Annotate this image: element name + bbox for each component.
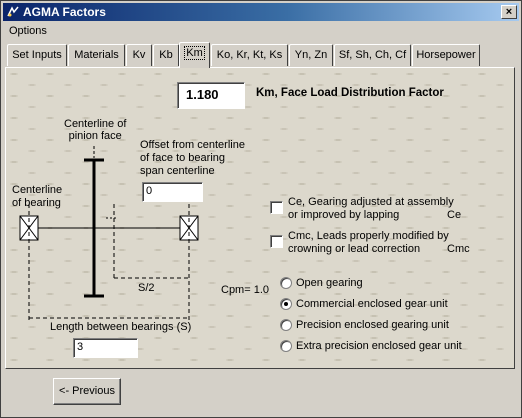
previous-button[interactable]: <- Previous [53,378,121,405]
tab-ko-kr-kt-ks[interactable]: Ko, Kr, Kt, Ks [211,44,288,66]
radio-precision-enclosed-label: Precision enclosed gearing unit [296,319,449,331]
window-title: AGMA Factors [23,5,106,19]
offset-label: Offset from centerline of face to bearin… [140,139,245,177]
tab-kv[interactable]: Kv [126,44,152,66]
half-span-label: S/2 [138,282,155,294]
close-icon[interactable]: × [501,5,517,19]
ce-symbol: Ce [447,209,462,221]
cmc-checkbox[interactable] [270,235,283,248]
length-between-bearings-label: Length between bearings (S) [50,321,192,333]
cmc-label: Cmc, Leads properly modified by crowning… [288,230,449,255]
title-bar[interactable]: AGMA Factors × [3,3,519,21]
ce-checkbox[interactable] [270,201,283,214]
ce-label: Ce, Gearing adjusted at assembly or impr… [288,196,454,221]
radio-open-gearing[interactable] [280,277,292,289]
tab-kb[interactable]: Kb [153,44,179,66]
pinion-centerline-label: Centerline of pinion face [64,118,127,142]
menu-bar: Options [3,22,519,40]
app-icon [7,6,19,17]
menu-options[interactable]: Options [9,25,47,37]
km-label: Km, Face Load Distribution Factor [256,87,444,99]
radio-open-gearing-label: Open gearing [296,277,363,289]
bearing-centerline-label: Centerline of bearing [12,184,63,209]
tab-materials[interactable]: Materials [68,44,125,66]
tab-horsepower[interactable]: Horsepower [412,44,480,66]
tab-km[interactable]: Km [179,42,210,68]
offset-input[interactable]: 0 [142,182,203,202]
radio-precision-enclosed[interactable] [280,319,292,331]
bearing-span-diagram [19,146,199,323]
km-panel: 1.180 Km, Face Load Distribution Factor … [5,67,515,369]
tab-sf-sh-ch-cf[interactable]: Sf, Sh, Ch, Cf [334,44,411,66]
radio-extra-precision-enclosed-label: Extra precision enclosed gear unit [296,340,462,352]
length-between-bearings-input[interactable]: 3 [73,338,138,358]
radio-commercial-enclosed[interactable] [280,298,292,310]
radio-commercial-enclosed-label: Commercial enclosed gear unit [296,298,448,310]
cpm-label: Cpm= 1.0 [221,284,269,296]
km-value-field[interactable]: 1.180 [177,82,245,109]
tab-yn-zn[interactable]: Yn, Zn [289,44,333,66]
tab-set-inputs[interactable]: Set Inputs [7,44,67,66]
radio-extra-precision-enclosed[interactable] [280,340,292,352]
cmc-symbol: Cmc [447,243,470,255]
